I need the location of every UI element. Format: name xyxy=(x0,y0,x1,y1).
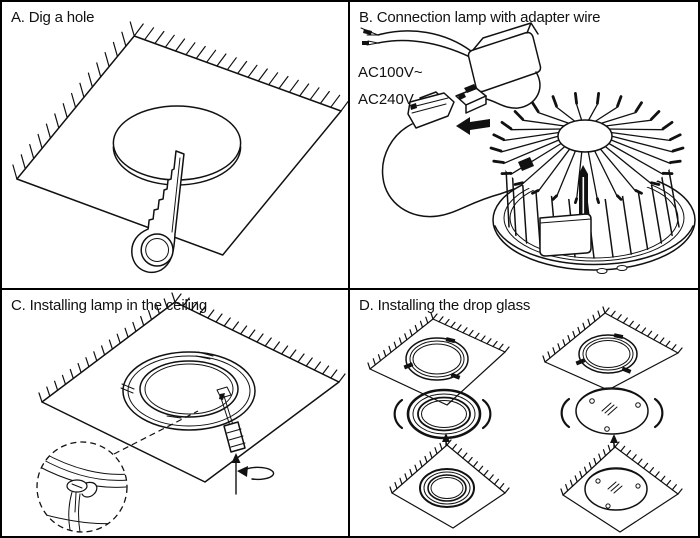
wire-terminal-nub xyxy=(518,157,534,171)
panel-c-title: C. Installing lamp in the ceiling xyxy=(11,297,208,314)
radial-fins xyxy=(500,103,674,201)
ring-step-bottom xyxy=(389,438,510,529)
panel-dig-a-hole: A. Dig a hole xyxy=(2,2,350,290)
voltage-label-1: AC100V~ xyxy=(358,64,423,81)
panel-d-title: D. Installing the drop glass xyxy=(359,297,531,314)
terminal-box xyxy=(539,213,592,257)
adapter-wiring-illustration xyxy=(360,22,696,274)
ring-step-top xyxy=(367,312,510,406)
hatch-left-edge xyxy=(12,21,135,180)
connector-female xyxy=(407,91,455,129)
spring-pin-tip xyxy=(579,165,588,174)
direction-arrow-icon xyxy=(456,117,490,135)
hatch-right-edge xyxy=(174,293,346,383)
twist-arrow-right xyxy=(653,397,664,429)
voltage-label-2: AC240V xyxy=(358,91,414,108)
dig-hole-illustration xyxy=(12,21,348,274)
connector-male xyxy=(455,84,487,114)
panel-install-ceiling: C. Installing lamp in the ceiling xyxy=(2,290,350,536)
spring-pin-highlight xyxy=(582,177,585,245)
twist-arrow-left xyxy=(393,398,404,430)
hole-saw-icon xyxy=(131,150,185,274)
lamp-wire xyxy=(381,123,515,218)
rim-screw-2 xyxy=(616,265,628,271)
rim-screw-1 xyxy=(596,268,608,274)
twist-arrow-right xyxy=(481,398,492,430)
glass-screw xyxy=(635,402,641,408)
up-arrow-right-icon xyxy=(610,434,618,449)
trim-ring-exploded xyxy=(393,388,492,440)
glass-step-top xyxy=(542,306,683,391)
lamp-top-opening xyxy=(557,119,613,153)
trim-ring-installed xyxy=(120,351,256,431)
hatch-left-edge xyxy=(38,292,176,403)
screwdriver-icon xyxy=(219,393,246,453)
drop-glass-illustration xyxy=(367,306,683,533)
glass-shine xyxy=(601,402,618,416)
glass-screw xyxy=(589,398,595,404)
drop-glass-exploded xyxy=(560,387,664,435)
adapter-box xyxy=(467,22,542,93)
glass-step-bottom xyxy=(560,440,683,533)
adapter-output-wire xyxy=(485,71,541,109)
panel-b-title: B. Connection lamp with adapter wire xyxy=(359,9,601,26)
spring-clip-detail xyxy=(37,451,127,532)
glass-screw xyxy=(604,426,610,432)
rotation-arrow-icon xyxy=(231,453,275,495)
fin-tips xyxy=(489,92,685,204)
twist-arrow-left xyxy=(560,397,571,429)
mains-wire xyxy=(360,27,477,61)
panel-a-title: A. Dig a hole xyxy=(11,9,95,26)
panel-install-drop-glass: D. Installing the drop glass xyxy=(350,290,698,536)
panel-connection-adapter: B. Connection lamp with adapter wire AC1… xyxy=(350,2,698,290)
hatch-right-edge xyxy=(133,23,348,112)
led-heatsink-lamp xyxy=(489,92,696,274)
ceiling-install-illustration xyxy=(36,292,346,533)
callout-leader xyxy=(113,410,199,455)
